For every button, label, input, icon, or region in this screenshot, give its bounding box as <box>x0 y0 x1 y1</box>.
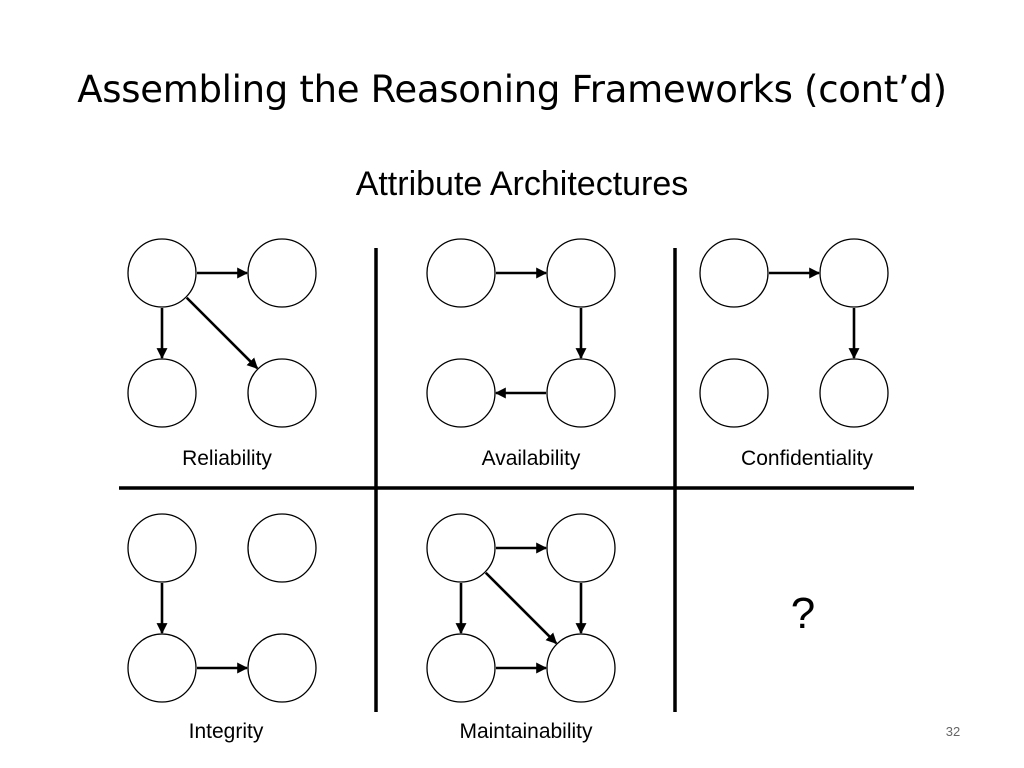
panel-unknown: ? <box>791 589 815 638</box>
panel-reliability: Reliability <box>127 238 317 470</box>
node-br <box>546 633 616 703</box>
node-tr <box>247 238 317 308</box>
diagram-heading: Attribute Architectures <box>355 165 689 203</box>
panels-layer: Reliability Availability ConfidentialityIn… <box>127 238 889 743</box>
node-tl <box>127 238 197 308</box>
panel-label-maintainability: Maintainability <box>459 720 593 743</box>
node-tl <box>426 238 496 308</box>
node-br <box>247 633 317 703</box>
node-tr <box>247 513 317 583</box>
node-bl <box>426 358 496 428</box>
node-tl <box>426 513 496 583</box>
panel-label-availability: Availability <box>482 447 581 470</box>
edge-tl-to-br <box>185 296 259 370</box>
panel-integrity: Integrity <box>127 513 317 743</box>
panel-availability: Availability <box>426 238 616 470</box>
panel-confidentiality: Confidentiality <box>699 238 889 470</box>
unknown-architecture-mark: ? <box>791 589 815 638</box>
edge-tl-to-br <box>484 571 558 645</box>
panel-label-reliability: Reliability <box>182 447 272 470</box>
node-tl <box>699 238 769 308</box>
node-br <box>247 358 317 428</box>
node-bl <box>426 633 496 703</box>
node-br <box>546 358 616 428</box>
node-bl <box>127 633 197 703</box>
slide-title: Assembling the Reasoning Frameworks (con… <box>77 68 947 111</box>
node-tr <box>546 238 616 308</box>
panel-label-integrity: Integrity <box>189 720 264 743</box>
node-bl <box>699 358 769 428</box>
node-tr <box>546 513 616 583</box>
panel-label-confidentiality: Confidentiality <box>741 447 873 470</box>
grid-dividers <box>119 248 914 712</box>
node-br <box>819 358 889 428</box>
panel-maintainability: Maintainability <box>426 513 616 743</box>
node-bl <box>127 358 197 428</box>
page-number: 32 <box>945 724 961 739</box>
node-tl <box>127 513 197 583</box>
node-tr <box>819 238 889 308</box>
